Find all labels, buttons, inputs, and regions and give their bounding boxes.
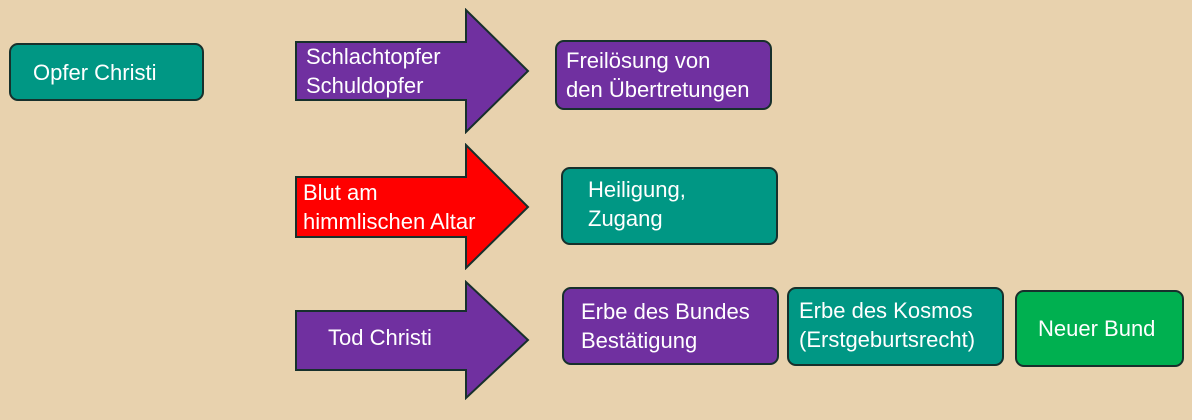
arrow-shape	[295, 280, 530, 400]
arrow-label-line-2: himmlischen Altar	[303, 208, 476, 234]
result-box-freiloesung: Freilösung von den Übertretungen	[555, 40, 772, 110]
result-line-2: den Übertretungen	[566, 77, 750, 102]
result-line-2: Bestätigung	[581, 328, 698, 353]
arrow-label-line-2: Schuldopfer	[306, 73, 424, 98]
arrow-label-line-1: Schlachtopfer	[306, 44, 441, 69]
arrow-shape	[295, 8, 530, 134]
result-line-2: (Erstgeburtsrecht)	[799, 326, 976, 352]
result-box-heiligung: Heiligung, Zugang	[561, 167, 778, 245]
arrow-blut-am-altar: Blut am himmlischen Altar	[295, 143, 531, 270]
arrow-schlachtopfer: Schlachtopfer Schuldopfer	[295, 8, 531, 134]
arrow-polygon	[295, 143, 530, 270]
arrow-tod-christi: Tod Christi	[295, 280, 531, 400]
result-box-neuer-bund: Neuer Bund	[1015, 290, 1184, 367]
result-box-erbe-des-bundes: Erbe des Bundes Bestätigung	[562, 287, 779, 365]
arrow-label-line-1: Blut am	[303, 179, 378, 205]
result-line-1: Neuer Bund	[1038, 316, 1156, 341]
source-box-label: Opfer Christi	[33, 59, 157, 85]
arrow-polygon	[295, 8, 530, 134]
arrow-polygon	[295, 280, 530, 400]
arrow-label: Tod Christi	[295, 280, 495, 394]
result-line-1: Erbe des Bundes	[581, 299, 750, 324]
result-line-1: Freilösung von	[566, 48, 711, 73]
result-line-1: Heiligung,	[588, 177, 686, 202]
result-box-erbe-des-kosmos: Erbe des Kosmos (Erstgeburtsrecht)	[787, 287, 1004, 366]
arrow-label: Blut am himmlischen Altar	[295, 143, 495, 270]
result-line-1: Erbe des Kosmos	[799, 297, 973, 323]
source-box-opfer-christi: Opfer Christi	[9, 43, 204, 101]
arrow-label: Schlachtopfer Schuldopfer	[295, 8, 495, 134]
arrow-shape	[295, 143, 530, 270]
result-line-2: Zugang	[588, 206, 663, 231]
arrow-label-line-1: Tod Christi	[328, 324, 432, 350]
